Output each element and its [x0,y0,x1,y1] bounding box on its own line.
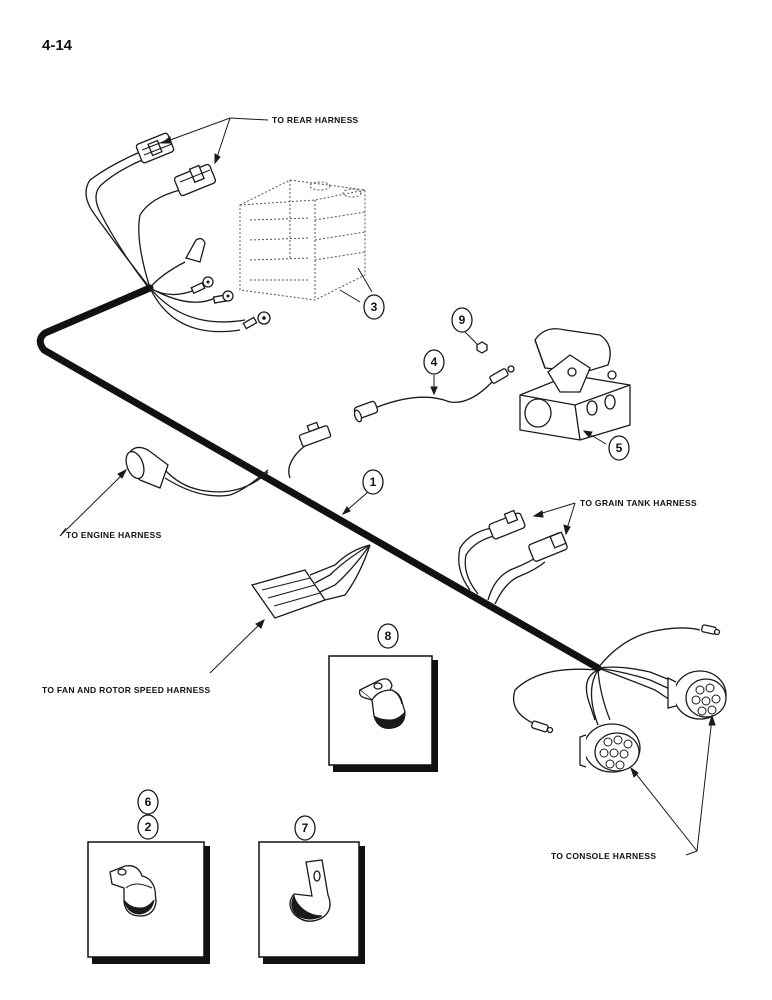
callout-2: 2 [137,814,159,840]
grain-tank-branch [458,509,568,605]
callout-6: 6 [137,789,159,815]
svg-text:2: 2 [145,820,152,834]
grain-tank-connector-1 [488,509,526,540]
ring-terminal-2 [212,290,234,304]
rear-harness-label-group: TO REAR HARNESS [160,115,359,165]
svg-text:4: 4 [431,355,438,369]
svg-text:5: 5 [616,441,623,455]
switch-connector [288,421,332,479]
svg-text:8: 8 [385,629,392,643]
console-plug-upper-right [701,624,721,636]
rear-connector-lower [173,163,217,197]
clamp-detail-8 [328,655,438,772]
page-number: 4-14 [42,37,73,54]
rear-harness-label: TO REAR HARNESS [272,115,359,125]
console-connector-round-left [579,723,641,773]
rear-connector-upper [135,132,175,164]
svg-text:1: 1 [370,475,377,489]
sensor-lead [353,365,515,423]
clamp-detail-7 [258,841,365,964]
ring-terminal-1 [190,276,214,295]
boot-icon [185,237,206,263]
valve-block [519,328,631,441]
clamp-detail-6-2 [87,841,210,964]
svg-text:9: 9 [459,313,466,327]
callout-9: 9 [451,307,473,333]
console-branch [512,624,727,773]
ring-terminal-3 [242,311,271,330]
grain-tank-harness-label: TO GRAIN TANK HARNESS [580,498,697,508]
svg-text:3: 3 [371,300,378,314]
svg-text:7: 7 [302,821,309,835]
engine-connector [125,446,269,497]
relay-block [239,179,366,301]
console-harness-label: TO CONSOLE HARNESS [551,851,656,861]
grain-tank-connector-2 [528,531,568,562]
console-plug-lower-left [531,720,554,734]
main-harness [36,284,602,672]
callout-1: 1 [362,469,384,495]
callout-4: 4 [423,349,445,375]
engine-harness-label: TO ENGINE HARNESS [66,530,162,540]
callout-7: 7 [294,815,316,841]
callout-5: 5 [608,435,630,461]
nut-icon [476,341,488,354]
rear-harness-branch [85,132,271,333]
callout-8: 8 [377,623,399,649]
console-connector-round-right [667,670,727,720]
fan-rotor-harness-label: TO FAN AND ROTOR SPEED HARNESS [42,685,211,695]
svg-text:6: 6 [145,795,152,809]
fan-rotor-connector [250,544,371,619]
callout-3: 3 [363,294,385,320]
